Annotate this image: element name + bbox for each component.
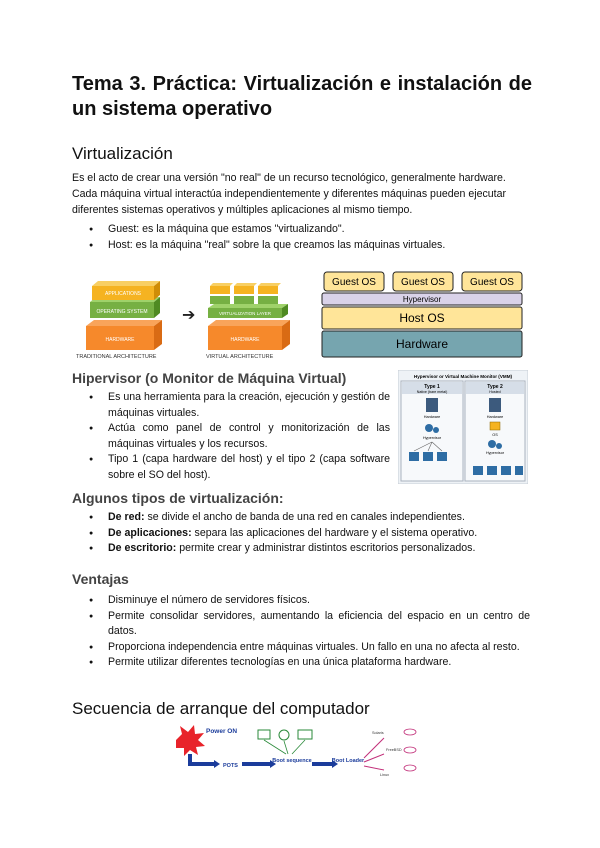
- virtual-stack: HARDWARE VIRTUALIZATION LAYER VIRTUAL AR…: [206, 283, 290, 360]
- power-label: Power ON: [206, 728, 237, 735]
- svg-text:Guest OS: Guest OS: [401, 277, 445, 288]
- vm-icon: [501, 466, 511, 475]
- svg-text:Hypervisor: Hypervisor: [403, 295, 442, 304]
- vm-icon: [423, 452, 433, 461]
- arrow-icon: ➔: [182, 305, 195, 324]
- svg-text:Hardware: Hardware: [396, 337, 448, 351]
- list-item: Permite utilizar diferentes tecnologías …: [72, 655, 530, 671]
- list-item: Es una herramienta para la creación, eje…: [72, 390, 390, 421]
- heading-tipos: Algunos tipos de virtualización:: [72, 490, 284, 506]
- list-item: Guest: es la máquina que estamos "virtua…: [72, 222, 532, 238]
- architecture-figure: HARDWARE OPERATING SYSTEM APPLICATIONS T…: [76, 281, 290, 360]
- db-icon: [403, 746, 417, 754]
- os-icon: [489, 421, 501, 431]
- page-title: Tema 3. Práctica: Virtualización e insta…: [72, 73, 532, 120]
- guest-os-box: [323, 271, 385, 292]
- hipervisor-list: Es una herramienta para la creación, eje…: [72, 390, 390, 483]
- db-icon: [403, 764, 417, 772]
- svg-text:OS: OS: [492, 433, 498, 437]
- list-item: De aplicaciones: separa las aplicaciones…: [72, 526, 532, 542]
- svg-text:Host OS: Host OS: [399, 311, 444, 325]
- list-item: De red: se divide el ancho de banda de u…: [72, 510, 532, 526]
- svg-text:Guest OS: Guest OS: [470, 277, 514, 288]
- svg-text:Guest OS: Guest OS: [332, 277, 376, 288]
- svg-text:Boot sequence: Boot sequence: [272, 758, 311, 764]
- vm-icon: [437, 452, 447, 461]
- vm-icon: [473, 466, 483, 475]
- vm-icon: [487, 466, 497, 475]
- svg-text:Type 2: Type 2: [487, 384, 503, 390]
- hardware-box: [321, 330, 523, 358]
- svg-text:Hypervisor: Hypervisor: [486, 451, 505, 455]
- list-item: De escritorio: permite crear y administr…: [72, 541, 532, 557]
- tipos-list: De red: se divide el ancho de banda de u…: [72, 510, 532, 557]
- svg-text:Hardware: Hardware: [424, 415, 440, 419]
- boot-sequence-figure: Power ON POTS Boot sequence Boot Loader …: [176, 725, 417, 777]
- svg-text:Hardware: Hardware: [487, 415, 503, 419]
- hypervisor-box: [321, 292, 523, 306]
- db-icon: [403, 728, 417, 736]
- svg-text:Hypervisor or Virtual Machine: Hypervisor or Virtual Machine Monitor (V…: [414, 374, 513, 379]
- list-item: Disminuye el número de servidores físico…: [72, 593, 530, 609]
- layer-label: HARDWARE: [231, 337, 261, 343]
- svg-text:Linux: Linux: [380, 773, 389, 777]
- power-burst-icon: [176, 725, 205, 756]
- drive-icon: [297, 729, 313, 740]
- vm-icon: [515, 466, 523, 475]
- svg-text:Boot Loader: Boot Loader: [332, 758, 365, 764]
- traditional-stack: HARDWARE OPERATING SYSTEM APPLICATIONS T…: [76, 281, 162, 360]
- hardware-layer: [86, 326, 154, 350]
- svg-text:Native (bare metal): Native (bare metal): [417, 390, 448, 394]
- layer-label: APPLICATIONS: [105, 291, 142, 297]
- svg-text:Hypervisor: Hypervisor: [423, 436, 442, 440]
- svg-text:Solaris: Solaris: [372, 731, 384, 735]
- list-item: Tipo 1 (capa hardware del host) y el tip…: [72, 452, 390, 483]
- layer-label: HARDWARE: [106, 337, 136, 343]
- list-item: Proporciona independencia entre máquinas…: [72, 640, 530, 656]
- hypervisor-types-figure: Hypervisor or Virtual Machine Monitor (V…: [398, 370, 528, 484]
- app-layer: [92, 286, 154, 300]
- caption: TRADITIONAL ARCHITECTURE: [76, 354, 157, 360]
- svg-text:POTS: POTS: [223, 763, 238, 769]
- gear-icon: [488, 440, 496, 448]
- host-os-box: [321, 306, 523, 330]
- gear-icon: [425, 424, 433, 432]
- intro-paragraph: Es el acto de crear una versión "no real…: [72, 172, 507, 216]
- ventajas-list: Disminuye el número de servidores físico…: [72, 593, 530, 671]
- svg-text:Type 1: Type 1: [424, 384, 440, 390]
- disk-icon: [257, 729, 271, 740]
- guest-host-list: Guest: es la máquina que estamos "virtua…: [72, 222, 532, 253]
- guest-os-box: [392, 271, 454, 292]
- cd-icon: [278, 729, 290, 741]
- server-icon: [489, 398, 501, 412]
- server-icon: [426, 398, 438, 412]
- heading-hipervisor: Hipervisor (o Monitor de Máquina Virtual…: [72, 370, 347, 386]
- heading-virtualizacion: Virtualización: [72, 144, 173, 163]
- caption: VIRTUAL ARCHITECTURE: [206, 354, 274, 360]
- heading-arranque: Secuencia de arranque del computador: [72, 699, 370, 718]
- layer-label: OPERATING SYSTEM: [96, 309, 147, 315]
- layer-label: VIRTUALIZATION LAYER: [219, 311, 272, 316]
- hypervisor-stack-figure: Guest OS Guest OS Guest OS Hypervisor Ho…: [321, 271, 523, 358]
- svg-text:FreeBSD: FreeBSD: [386, 748, 402, 752]
- guest-os-box: [461, 271, 523, 292]
- vm-icon: [409, 452, 419, 461]
- os-layer: [90, 302, 154, 318]
- svg-text:Hosted: Hosted: [489, 390, 500, 394]
- heading-ventajas: Ventajas: [72, 571, 129, 587]
- list-item: Host: es la máquina "real" sobre la que …: [72, 238, 532, 254]
- list-item: Permite consolidar servidores, aumentand…: [72, 609, 530, 640]
- list-item: Actúa como panel de control y monitoriza…: [72, 421, 390, 452]
